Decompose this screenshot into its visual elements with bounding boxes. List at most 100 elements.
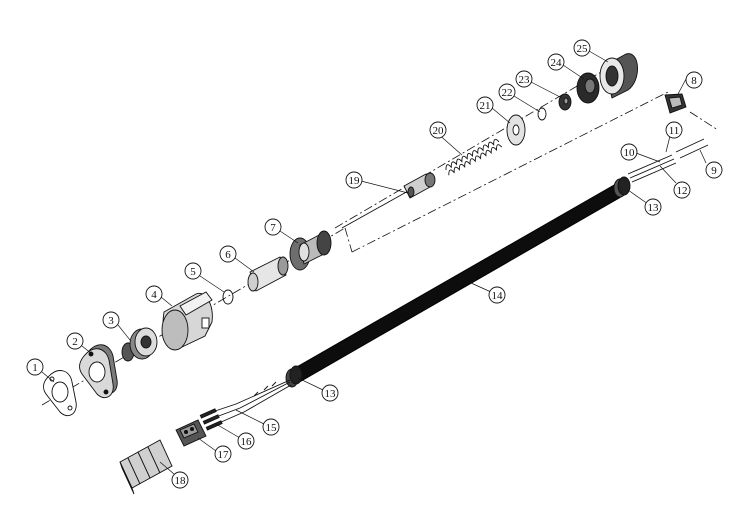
callout-number: 11 (669, 125, 680, 137)
callout-number: 23 (519, 74, 531, 86)
callout-circle (219, 245, 237, 263)
callout-number: 15 (266, 422, 278, 434)
callout-circle (620, 143, 638, 161)
callout-number: 24 (551, 57, 563, 69)
callout-circle (685, 71, 703, 89)
callout-12: 12 (673, 181, 691, 199)
callout-number: 10 (624, 147, 636, 159)
callout-3: 3 (102, 311, 120, 329)
callout-4: 4 (145, 285, 163, 303)
callout-number: 6 (225, 249, 231, 261)
callout-circle (345, 171, 363, 189)
callout-circle (705, 161, 723, 179)
callout-circle (145, 285, 163, 303)
callout-23: 23 (515, 70, 533, 88)
part-25-cover (599, 53, 638, 99)
callout-circle (498, 83, 516, 101)
part-4-sleeve (161, 291, 213, 351)
part-6-tube (247, 256, 289, 292)
callout-15: 15 (262, 418, 280, 436)
part-5-oring (222, 289, 234, 305)
part-18-connector-housing (119, 439, 173, 495)
callout-24: 24 (547, 53, 565, 71)
part-15-harness (205, 379, 292, 427)
callout-circle (515, 70, 533, 88)
callout-labels: 1234567891011121313141516171819202122232… (26, 39, 723, 489)
part-3-bushing (121, 327, 158, 362)
callout-circle (66, 332, 84, 350)
callout-number: 19 (349, 175, 361, 187)
callout-number: 13 (648, 202, 660, 214)
callout-13b: 13 (321, 384, 339, 402)
part-10-12-wires (627, 154, 677, 183)
callout-number: 1 (32, 362, 38, 374)
callout-number: 17 (218, 449, 230, 461)
part-14-main-tube (285, 176, 631, 388)
callout-circle (171, 471, 189, 489)
callout-5: 5 (184, 262, 202, 280)
leader-lines (41, 50, 707, 475)
callout-circle (26, 358, 44, 376)
callout-number: 8 (691, 75, 697, 87)
callout-circle (237, 432, 255, 450)
part-16-terminals (199, 408, 223, 431)
callout-circle (644, 198, 662, 216)
callout-number: 2 (72, 336, 78, 348)
part-17-connector-insert (175, 419, 207, 447)
part-8-clip (664, 93, 687, 114)
callout-number: 14 (492, 290, 504, 302)
part-19-rod (341, 172, 436, 229)
callout-circle (321, 384, 339, 402)
callout-21: 21 (476, 96, 494, 114)
callout-10: 10 (620, 143, 638, 161)
callout-circle (262, 418, 280, 436)
callout-number: 7 (270, 222, 276, 234)
callout-number: 12 (677, 185, 688, 197)
callout-11: 11 (665, 121, 683, 139)
callout-number: 13 (325, 388, 337, 400)
part-24-cap (576, 72, 600, 104)
callout-6: 6 (219, 245, 237, 263)
part-20-spring (445, 138, 503, 176)
callout-circle (573, 39, 591, 57)
callout-9: 9 (705, 161, 723, 179)
callout-circle (214, 445, 232, 463)
callout-number: 25 (577, 43, 589, 55)
part-23-nut (558, 93, 572, 111)
callout-circle (488, 286, 506, 304)
callout-number: 5 (190, 266, 196, 278)
callout-circle (547, 53, 565, 71)
callout-14: 14 (488, 286, 506, 304)
part-7-spool (289, 230, 332, 271)
callout-13a: 13 (644, 198, 662, 216)
callout-number: 21 (480, 100, 491, 112)
callout-20: 20 (429, 121, 447, 139)
callout-number: 3 (108, 315, 114, 327)
callout-number: 9 (711, 165, 717, 177)
part-22-ring (537, 107, 547, 121)
callout-circle (264, 218, 282, 236)
callout-number: 16 (241, 436, 253, 448)
part-21-washer (506, 114, 526, 146)
callout-number: 18 (175, 475, 187, 487)
callout-circle (476, 96, 494, 114)
callout-25: 25 (573, 39, 591, 57)
callout-18: 18 (171, 471, 189, 489)
callout-22: 22 (498, 83, 516, 101)
part-9-pins (675, 138, 709, 159)
callout-19: 19 (345, 171, 363, 189)
callout-number: 22 (502, 87, 513, 99)
callout-circle (673, 181, 691, 199)
callout-circle (184, 262, 202, 280)
part-2-flange (79, 344, 118, 398)
callout-8: 8 (685, 71, 703, 89)
callout-7: 7 (264, 218, 282, 236)
callout-16: 16 (237, 432, 255, 450)
callout-circle (429, 121, 447, 139)
callout-17: 17 (214, 445, 232, 463)
callout-1: 1 (26, 358, 44, 376)
callout-2: 2 (66, 332, 84, 350)
callout-number: 20 (433, 125, 445, 137)
callout-circle (665, 121, 683, 139)
